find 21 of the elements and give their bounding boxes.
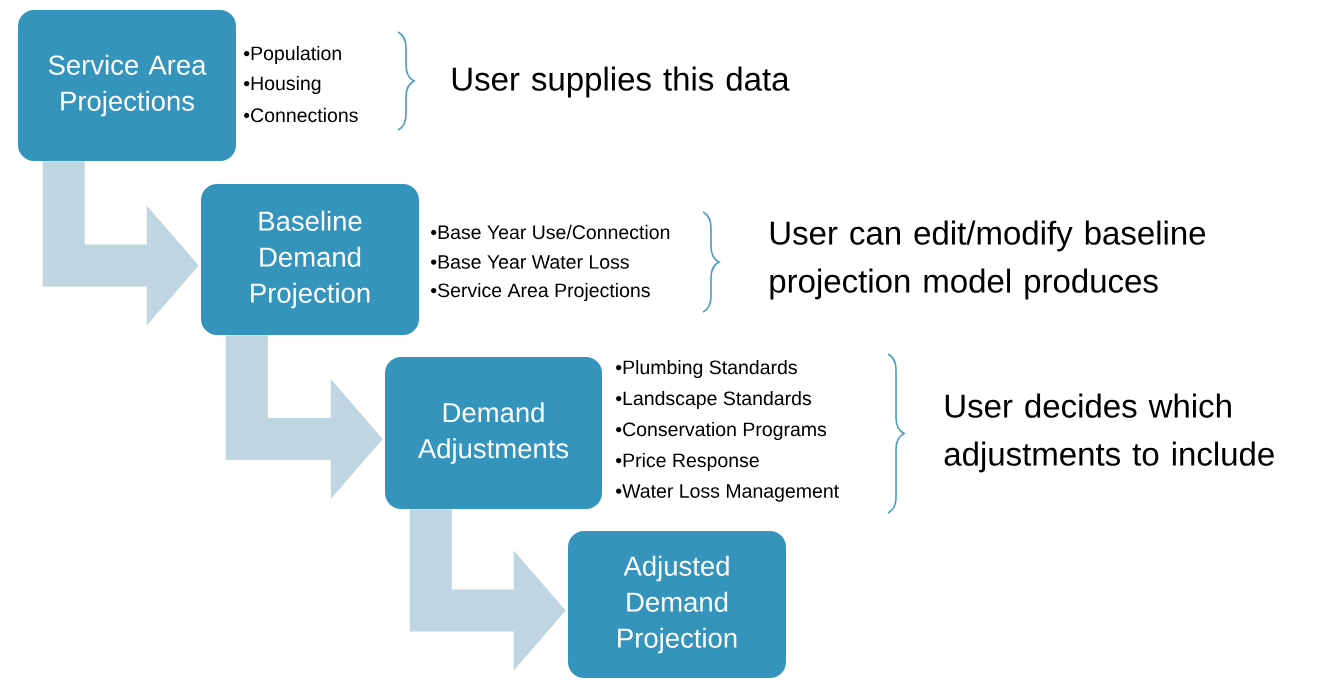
note-text: User decides which adjustments to include — [944, 393, 1274, 473]
arrow — [42, 161, 199, 326]
note-text: User can edit/modify baseline projection model produces — [770, 220, 1206, 300]
bullet-item: •Connections — [244, 107, 358, 123]
note-text: User supplies this data — [452, 66, 790, 98]
bullet-item: •Base Year Water Loss — [431, 255, 629, 269]
bullet-item: •Landscape Standards — [616, 390, 811, 410]
process-box: Baseline Demand Projection — [201, 184, 419, 335]
process-box: Adjusted Demand Projection — [568, 531, 786, 678]
bullet-item: •Base Year Use/Connection — [431, 224, 670, 240]
bullet-item: •Water Loss Management — [616, 484, 839, 502]
bullet-item: •Price Response — [616, 452, 759, 472]
bullet-item: •Service Area Projections — [431, 282, 650, 302]
bullet-item: •Conservation Programs — [616, 421, 827, 441]
arrow — [409, 509, 566, 671]
arrow — [225, 335, 383, 499]
process-box: Demand Adjustments — [385, 357, 602, 509]
bullet-item: •Plumbing Standards — [616, 359, 797, 379]
process-box: Service Area Projections — [18, 10, 236, 161]
bullet-item: •Housing — [244, 75, 321, 95]
bullet-item: •Population — [244, 45, 341, 65]
